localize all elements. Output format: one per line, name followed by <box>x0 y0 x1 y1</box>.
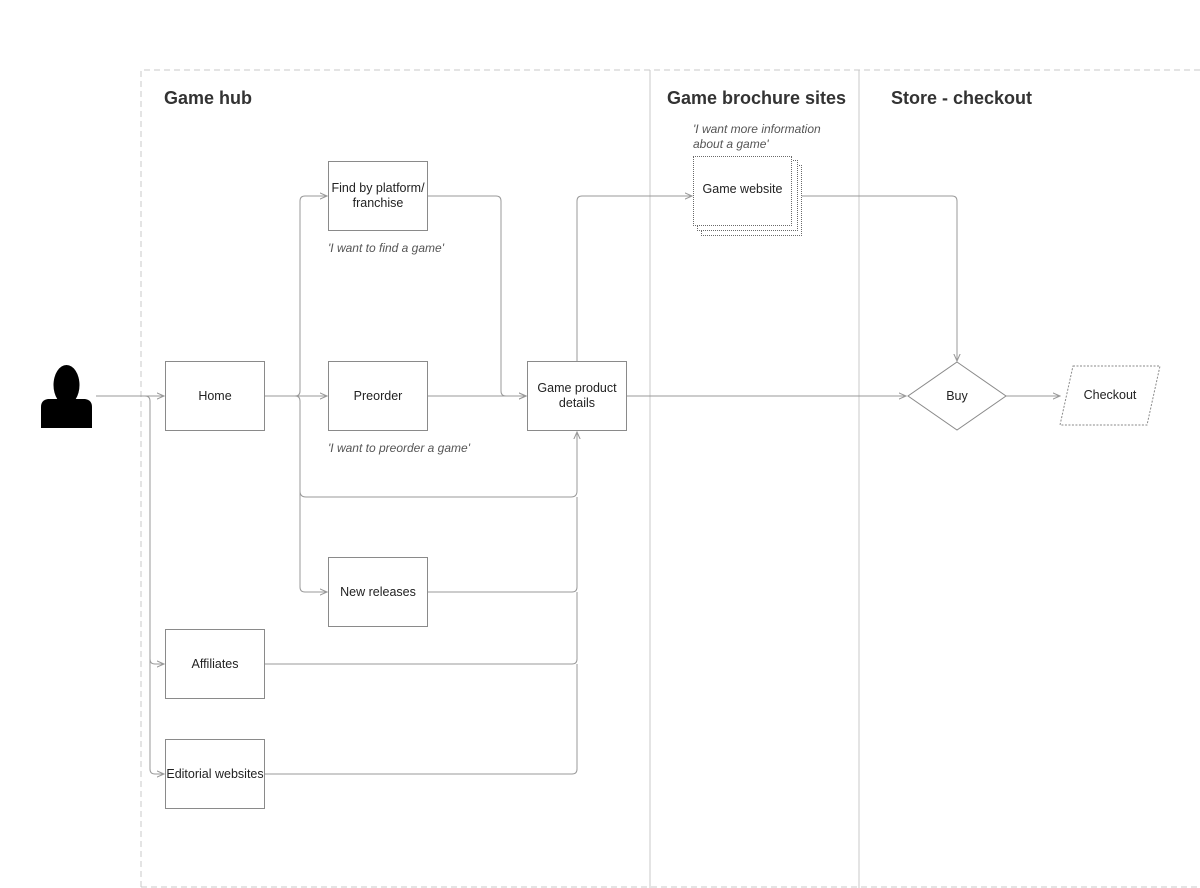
node-buy: Buy <box>946 388 968 403</box>
edge-actor-editorial <box>149 659 164 774</box>
node-preorder: Preorder <box>328 361 428 431</box>
edge-home-find <box>265 196 327 397</box>
edge-home-newreleases <box>294 395 327 592</box>
edge-newreleases-product <box>428 497 578 593</box>
lane-title-store: Store - checkout <box>891 88 1033 108</box>
edge-affiliates-product <box>265 592 578 665</box>
node-find-by-platform: Find by platform/ franchise <box>328 161 428 231</box>
note-find-game: 'I want to find a game' <box>328 241 444 255</box>
note-preorder-game: 'I want to preorder a game' <box>328 441 470 455</box>
note-more-info: 'I want more information about a game' <box>693 122 821 151</box>
node-new-releases: New releases <box>328 557 428 627</box>
node-checkout: Checkout <box>1083 388 1137 402</box>
edge-editorial-product <box>265 664 578 775</box>
node-affiliates: Affiliates <box>165 629 265 699</box>
edge-find-product <box>428 195 526 396</box>
node-game-product-details: Game product details <box>527 361 627 431</box>
node-home: Home <box>165 361 265 431</box>
edge-product-website <box>576 196 692 361</box>
swimlane-borders <box>140 69 1200 888</box>
lane-title-brochure: Game brochure sites <box>667 88 847 108</box>
buy-diamond-shape <box>907 361 1007 431</box>
edge-website-buy <box>800 195 957 361</box>
edge-actor-affiliates <box>96 395 164 664</box>
node-game-website: Game website <box>693 156 792 226</box>
lane-title-game-hub: Game hub <box>164 88 253 108</box>
edge-home-product <box>299 432 577 498</box>
user-icon <box>41 365 92 428</box>
node-editorial-websites: Editorial websites <box>165 739 265 809</box>
checkout-parallelogram-shape <box>1059 365 1161 426</box>
